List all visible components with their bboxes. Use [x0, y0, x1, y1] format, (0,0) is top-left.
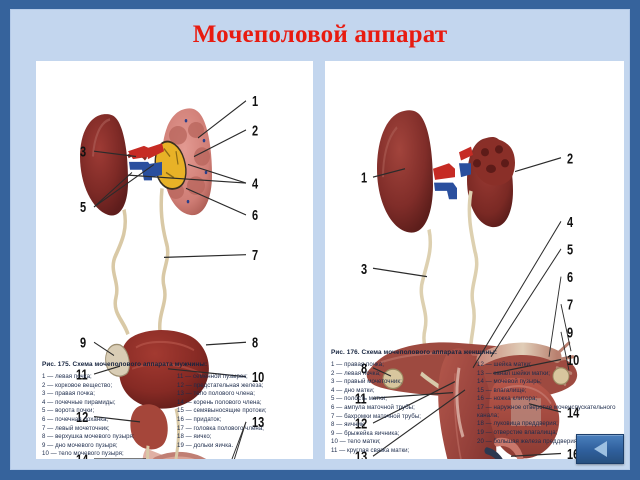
- legend-item: 5 — полость матки;: [331, 395, 388, 403]
- legend-item: 9 — дно мочевого пузыря;: [42, 441, 118, 449]
- legend-item: 7 — бахромки маточной трубы;: [331, 412, 422, 420]
- svg-text:5: 5: [567, 241, 573, 258]
- legend-item: 6 — почечная лоханка;: [42, 415, 109, 423]
- female-caption-block: Рис. 176. Схема мочеполового аппарата же…: [325, 349, 624, 456]
- legend-item: 14 — корень полового члена;: [177, 398, 262, 406]
- legend-item: 10 — тело мочевого пузыря;: [42, 450, 124, 458]
- legend-item: 3 — правый мочеточник;: [331, 378, 402, 386]
- male-caption-title: Рис. 175. Схема мочеполового аппарата му…: [42, 361, 208, 368]
- legend-item: 8 — верхушка мочевого пузыря;: [42, 433, 135, 441]
- male-legend-column-1: 1 — левая почка; 2 — корковое вещество; …: [42, 373, 173, 459]
- legend-item: 1 — правая почка;: [331, 361, 384, 368]
- female-figure-panel: 2 4 5 6 7 9 10 14 16 17 19 1 3 8 11 12 1: [325, 61, 624, 459]
- svg-text:8: 8: [361, 360, 367, 377]
- female-urogenital-diagram: 2 4 5 6 7 9 10 14 16 17 19 1 3 8 11 12 1: [355, 110, 580, 459]
- legend-item: 5 — ворота почки;: [42, 407, 95, 415]
- legend-item: 4 — почечные пирамиды;: [42, 398, 116, 406]
- svg-text:2: 2: [567, 150, 573, 167]
- svg-text:2: 2: [252, 122, 258, 139]
- legend-item: 12 — предстательная железа;: [177, 381, 264, 389]
- female-legend-column-1: 1 — правая почка; 2 — левая почка; 3 — п…: [331, 361, 473, 456]
- legend-item: 13 — канал шейки матки;: [477, 369, 551, 377]
- svg-text:1: 1: [252, 93, 258, 110]
- svg-text:7: 7: [567, 296, 573, 313]
- male-legend-column-2: 11 — семенной пузырек; 12 — предстательн…: [177, 373, 308, 459]
- legend-item: 19 — дольки яичка.: [177, 441, 234, 449]
- female-diagram-image: 2 4 5 6 7 9 10 14 16 17 19 1 3 8 11 12 1: [325, 61, 624, 459]
- svg-text:3: 3: [361, 260, 367, 277]
- svg-text:1: 1: [361, 169, 367, 186]
- svg-text:11: 11: [76, 366, 88, 383]
- svg-text:10: 10: [567, 351, 579, 368]
- slide-inner-frame: Мочеполовой аппарат: [10, 9, 630, 470]
- svg-text:7: 7: [252, 246, 258, 263]
- legend-item: 8 — яичник;: [331, 421, 366, 429]
- svg-text:6: 6: [567, 268, 573, 285]
- svg-text:14: 14: [567, 404, 580, 421]
- legend-item: 2 — левая почка;: [331, 369, 381, 377]
- male-urogenital-diagram: 1 2 4 6 7 8 10 13 17 19 3 5 9 11 12 14 1: [76, 93, 264, 459]
- male-figure-panel: 1 2 4 6 7 8 10 13 17 19 3 5 9 11 12 14 1: [36, 61, 313, 459]
- svg-text:3: 3: [80, 143, 86, 160]
- legend-item: 14 — мочевой пузырь;: [477, 378, 542, 386]
- legend-item: 11 — круглая связка матки;: [331, 446, 410, 454]
- legend-item: 11 — семенной пузырек;: [177, 373, 248, 380]
- male-diagram-image: 1 2 4 6 7 8 10 13 17 19 3 5 9 11 12 14 1: [36, 61, 313, 459]
- legend-item: 18 — яичко;: [177, 433, 212, 441]
- legend-item: 15 — семявыносящие протоки;: [177, 407, 267, 415]
- legend-item: 19 — отверстие влагалища;: [477, 428, 558, 436]
- svg-text:4: 4: [252, 175, 259, 192]
- svg-text:12: 12: [76, 408, 88, 425]
- triangle-left-icon: [593, 441, 607, 457]
- legend-item: 15 — влагалище;: [477, 386, 527, 394]
- svg-text:10: 10: [252, 369, 264, 386]
- female-caption-title: Рис. 176. Схема мочеполового аппарата же…: [331, 349, 498, 356]
- legend-item: 17 — наружное отверстие мочеиспускательн…: [477, 403, 616, 420]
- legend-item: 4 — дно матки;: [331, 386, 375, 394]
- svg-text:6: 6: [252, 207, 258, 224]
- legend-item: 9 — брыжейка яичника;: [331, 429, 400, 437]
- legend-item: 16 — придаток;: [177, 415, 222, 423]
- legend-item: 3 — правая почка;: [42, 390, 95, 398]
- svg-text:13: 13: [252, 414, 264, 431]
- svg-text:8: 8: [252, 334, 258, 351]
- svg-text:9: 9: [80, 334, 86, 351]
- back-navigation-button[interactable]: [576, 434, 624, 464]
- svg-text:11: 11: [355, 390, 367, 407]
- svg-text:5: 5: [80, 199, 86, 216]
- male-caption-block: Рис. 175. Схема мочеполового аппарата му…: [36, 361, 313, 459]
- page-title: Мочеполовой аппарат: [192, 21, 448, 48]
- female-legend-column-2: 12 — шейка матки; 13 — канал шейки матки…: [477, 361, 619, 456]
- legend-item: 18 — луковица преддверия;: [477, 420, 558, 428]
- svg-text:14: 14: [76, 451, 89, 459]
- legend-item: 12 — шейка матки;: [477, 361, 532, 368]
- legend-item: 6 — ампула маточной трубы;: [331, 403, 415, 411]
- svg-text:4: 4: [567, 213, 574, 230]
- legend-item: 20 — большая железа преддверия.: [477, 437, 579, 445]
- legend-item: 13 — тело полового члена;: [177, 390, 255, 398]
- legend-item: 17 — головка полового члена;: [177, 424, 264, 432]
- legend-item: 1 — левая почка;: [42, 373, 92, 380]
- legend-item: 10 — тело матки;: [331, 438, 381, 446]
- legend-item: 2 — корковое вещество;: [42, 381, 113, 389]
- svg-text:13: 13: [355, 448, 367, 459]
- legend-item: 7 — левый мочеточник;: [42, 424, 110, 432]
- svg-text:9: 9: [567, 324, 573, 341]
- legend-item: 16 — ножка клитора;: [477, 395, 538, 403]
- svg-text:12: 12: [355, 415, 367, 432]
